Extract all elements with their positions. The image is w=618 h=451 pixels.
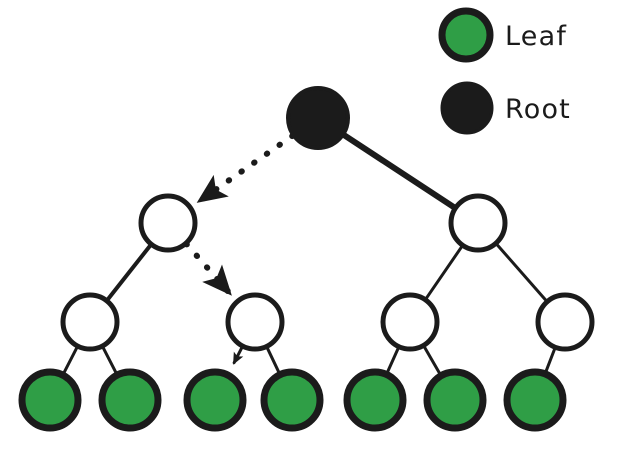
legend-root-marker-icon (440, 81, 494, 135)
legend-root[interactable]: Root (440, 81, 571, 135)
tree-edge (105, 242, 153, 303)
tree-edge (385, 346, 401, 376)
tree-node-internal[interactable] (60, 292, 120, 352)
tree-edge (196, 132, 296, 203)
tree-edge (424, 244, 464, 301)
tree-edge (340, 132, 458, 211)
nodes-layer (18, 86, 595, 432)
tree-node-leaf[interactable] (343, 368, 407, 432)
tree-edge (494, 242, 549, 303)
tree-node-internal[interactable] (225, 292, 285, 352)
tree-node-leaf[interactable] (503, 368, 567, 432)
legend-leaf-label: Leaf (505, 21, 567, 52)
tree-node-internal[interactable] (138, 193, 198, 253)
tree-edge (101, 345, 119, 376)
tree-edge (422, 344, 443, 377)
tree-edge (265, 345, 282, 376)
tree-node-internal[interactable] (448, 193, 508, 253)
tree-edge (183, 241, 232, 296)
tree-edge (543, 346, 557, 375)
tree-edge (232, 345, 244, 365)
legend-leaf-marker-icon (438, 7, 494, 63)
tree-node-leaf[interactable] (18, 368, 82, 432)
edges-layer (61, 132, 557, 377)
legend-leaf[interactable]: Leaf (438, 7, 567, 63)
tree-node-leaf[interactable] (98, 368, 162, 432)
tree-node-root[interactable] (286, 86, 350, 150)
tree-node-internal[interactable] (380, 292, 440, 352)
tree-edge (61, 345, 79, 376)
legend-root-label: Root (505, 94, 571, 125)
tree-node-internal[interactable] (535, 292, 595, 352)
tree-node-leaf[interactable] (183, 368, 247, 432)
tree-node-leaf[interactable] (423, 368, 487, 432)
tree-node-leaf[interactable] (260, 368, 324, 432)
